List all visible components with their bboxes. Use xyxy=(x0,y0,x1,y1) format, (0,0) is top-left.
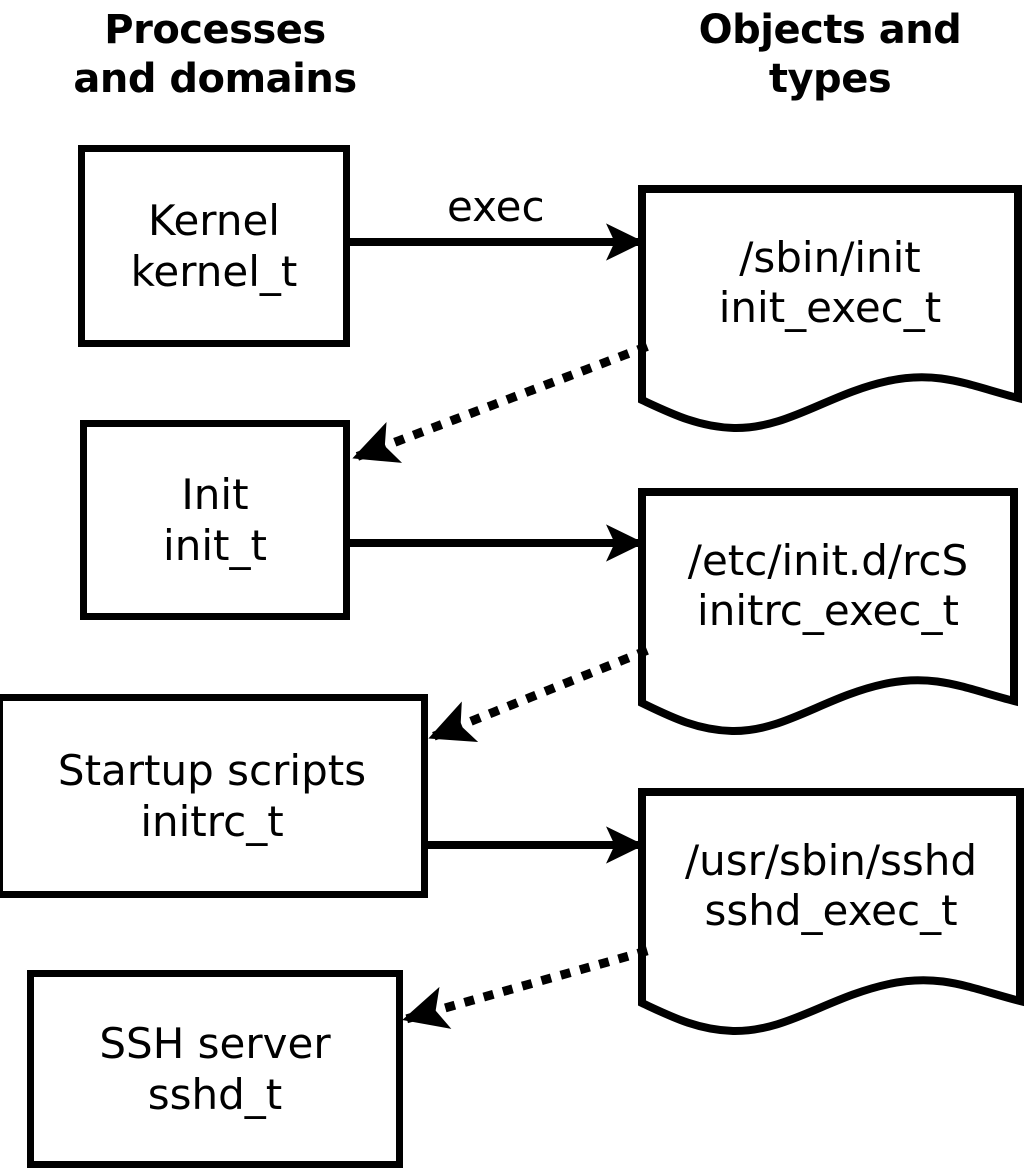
process-box-ssh-server-name: SSH server xyxy=(99,1018,331,1068)
process-box-init-type: init_t xyxy=(163,520,267,570)
process-box-kernel[interactable]: Kernel kernel_t xyxy=(78,145,350,347)
edge-initrcexec-transition xyxy=(426,646,649,743)
process-box-ssh-server-type: sshd_t xyxy=(147,1069,283,1119)
document-shape-icon xyxy=(638,488,1018,736)
column-header-processes: Processes and domains xyxy=(73,7,357,102)
edge-initexec-transition xyxy=(350,342,649,463)
process-box-startup-scripts-name: Startup scripts xyxy=(57,745,367,795)
process-box-startup-scripts-type: initrc_t xyxy=(140,796,284,846)
document-shape-icon xyxy=(638,788,1024,1036)
process-box-init-name: Init xyxy=(181,469,249,519)
process-box-init[interactable]: Init init_t xyxy=(80,420,350,620)
object-shape-sbin-init[interactable]: /sbin/init init_exec_t xyxy=(638,185,1022,435)
process-box-startup-scripts[interactable]: Startup scripts initrc_t xyxy=(0,694,428,898)
edge-sshdexec-transition xyxy=(400,946,649,1029)
object-shape-usr-sbin-sshd[interactable]: /usr/sbin/sshd sshd_exec_t xyxy=(638,788,1024,1038)
column-header-objects: Objects and types xyxy=(698,7,962,102)
process-box-ssh-server[interactable]: SSH server sshd_t xyxy=(27,970,403,1168)
process-box-kernel-type: kernel_t xyxy=(130,246,298,296)
document-shape-icon xyxy=(638,185,1022,433)
edge-label-exec: exec xyxy=(447,182,545,231)
object-shape-etc-initd-rcs[interactable]: /etc/init.d/rcS initrc_exec_t xyxy=(638,488,1018,738)
process-box-kernel-name: Kernel xyxy=(148,195,280,245)
